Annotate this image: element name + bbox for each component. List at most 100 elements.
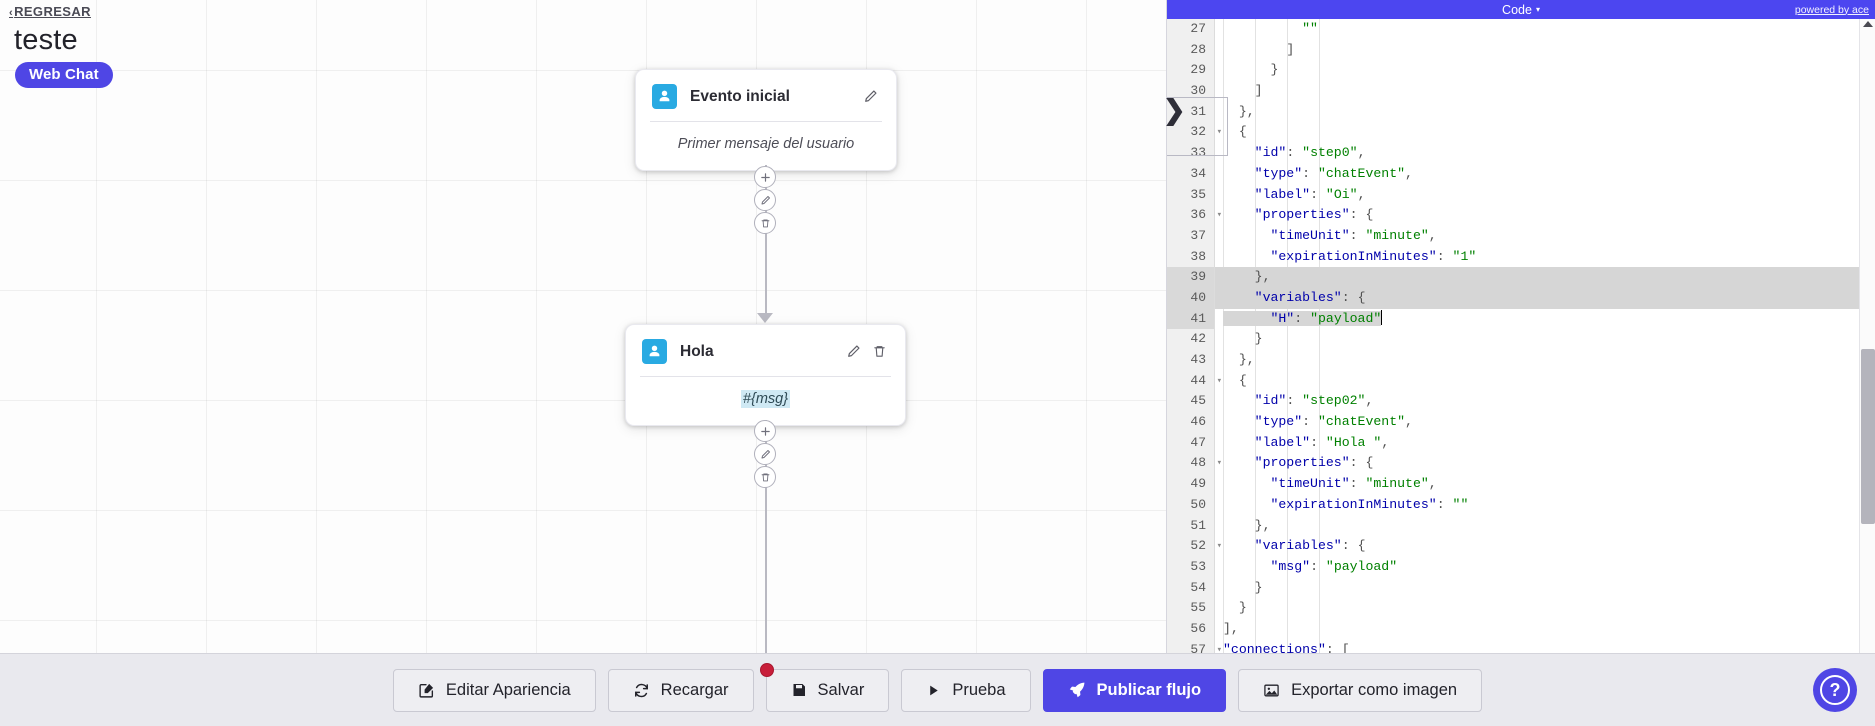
plus-icon[interactable] — [754, 166, 776, 188]
code-line[interactable]: }, — [1254, 517, 1271, 533]
gutter-line-number[interactable]: 34 — [1190, 165, 1206, 181]
scroll-up-icon[interactable] — [1863, 21, 1873, 27]
gutter-line-number[interactable]: 27 — [1190, 21, 1206, 36]
gutter-line-number[interactable]: 54 — [1190, 579, 1206, 595]
gutter-line-number[interactable]: 46 — [1190, 414, 1206, 430]
gutter-line-number[interactable]: 50 — [1190, 496, 1206, 512]
code-line[interactable]: "" — [1302, 21, 1318, 36]
code-line[interactable]: } — [1270, 62, 1279, 78]
gutter-line-number[interactable]: 28 — [1190, 41, 1206, 57]
fold-toggle-icon[interactable]: ▾ — [1216, 375, 1222, 386]
code-line[interactable]: "msg": "payload" — [1270, 558, 1398, 574]
gutter-line-number[interactable]: 30 — [1190, 83, 1206, 99]
gutter-line-number[interactable]: 41 — [1167, 308, 1214, 330]
code-line[interactable]: "variables": { — [1254, 538, 1366, 554]
gutter-line-number[interactable]: 32▾ — [1167, 122, 1222, 143]
code-line[interactable]: } — [1238, 600, 1247, 616]
trash-icon[interactable] — [754, 212, 776, 234]
code-line[interactable]: "id": "step02", — [1254, 393, 1374, 409]
gutter-line-number[interactable]: 35 — [1190, 186, 1206, 202]
toolbar-button-publicar-flujo[interactable]: Publicar flujo — [1042, 668, 1227, 712]
flow-node-evento-inicial[interactable]: Evento inicial Primer mensaje del usuari… — [635, 69, 897, 171]
edit-icon[interactable] — [860, 87, 880, 107]
gutter-line-number[interactable]: 43 — [1190, 352, 1206, 367]
gutter-line-number[interactable]: 36▾ — [1167, 205, 1222, 226]
toolbar-button-prueba[interactable]: Prueba — [901, 668, 1031, 712]
trash-icon[interactable] — [754, 466, 776, 488]
back-link[interactable]: ‹REGRESAR — [9, 4, 91, 19]
edit-icon[interactable] — [843, 342, 863, 362]
plus-icon[interactable] — [754, 420, 776, 442]
scrollbar-thumb[interactable] — [1861, 349, 1875, 524]
code-line[interactable]: "timeUnit": "minute", — [1270, 476, 1437, 492]
gutter-line-number[interactable]: 40▾ — [1167, 287, 1222, 309]
pencil-icon[interactable] — [754, 443, 776, 465]
code-line[interactable]: } — [1254, 579, 1263, 595]
fold-toggle-icon[interactable]: ▾ — [1216, 210, 1222, 221]
connector-line — [765, 420, 767, 653]
gutter-line-number[interactable]: 38 — [1190, 248, 1206, 264]
gutter-line-number[interactable]: 39 — [1167, 267, 1214, 288]
toolbar-button-exportar-como-imagen[interactable]: Exportar como imagen — [1238, 668, 1483, 712]
pencil-icon[interactable] — [754, 189, 776, 211]
gutter-line-number[interactable]: 44▾ — [1167, 371, 1222, 392]
connector-actions-2[interactable] — [754, 420, 776, 488]
gutter-line-number[interactable]: 56 — [1190, 620, 1206, 636]
code-line[interactable]: "expirationInMinutes": "" — [1270, 496, 1469, 512]
code-line[interactable]: "id": "step0", — [1254, 145, 1366, 161]
code-line[interactable]: "label": "Hola ", — [1254, 434, 1390, 450]
gutter-line-number[interactable]: 55 — [1190, 600, 1206, 616]
code-line[interactable]: "label": "Oi", — [1254, 186, 1366, 202]
code-line[interactable]: }, — [1215, 267, 1859, 288]
code-line[interactable]: { — [1238, 124, 1247, 140]
gutter-line-number[interactable]: 33 — [1190, 145, 1206, 161]
toolbar-button-editar-apariencia[interactable]: Editar Apariencia — [392, 668, 596, 712]
fold-toggle-icon[interactable]: ▾ — [1216, 127, 1222, 138]
code-line[interactable]: ] — [1254, 83, 1263, 99]
code-line[interactable]: "variables": { — [1215, 287, 1859, 309]
toolbar-button-salvar[interactable]: Salvar — [759, 662, 890, 712]
flow-canvas[interactable]: ‹REGRESAR teste Web Chat Evento inicial — [0, 0, 1166, 653]
gutter-line-number[interactable]: 37 — [1190, 227, 1206, 243]
code-line[interactable]: }, — [1238, 103, 1255, 119]
code-line[interactable]: }, — [1238, 352, 1255, 367]
code-line[interactable]: "H": "payload" — [1215, 309, 1859, 330]
powered-by-ace-link[interactable]: powered by ace — [1794, 3, 1869, 16]
gutter-line-number[interactable]: 29 — [1190, 62, 1206, 78]
gutter-line-number[interactable]: 51 — [1190, 517, 1206, 533]
gutter-line-number[interactable]: 53 — [1190, 558, 1206, 574]
code-line[interactable]: "connections": [ — [1223, 641, 1350, 653]
help-button[interactable]: ? — [1813, 668, 1857, 712]
gutter-line-number[interactable]: 42 — [1190, 331, 1206, 347]
code-line[interactable]: "expirationInMinutes": "1" — [1270, 248, 1477, 264]
code-line[interactable]: ] — [1286, 41, 1295, 57]
fold-toggle-icon[interactable]: ▾ — [1216, 458, 1222, 469]
toolbar-button-recargar[interactable]: Recargar — [607, 668, 754, 712]
gutter-line-number[interactable]: 31 — [1190, 103, 1206, 119]
gutter-line-number[interactable]: 48▾ — [1167, 453, 1222, 474]
connector-actions-1[interactable] — [754, 166, 776, 234]
code-panel-title-dropdown[interactable]: Code ▾ — [1502, 3, 1540, 17]
code-line[interactable]: "properties": { — [1254, 455, 1374, 471]
flow-node-hola[interactable]: Hola #{msg} — [625, 324, 906, 426]
code-line[interactable]: "timeUnit": "minute", — [1270, 227, 1437, 243]
fold-toggle-icon[interactable]: ▾ — [1216, 644, 1222, 653]
code-line[interactable]: { — [1238, 372, 1247, 388]
code-line[interactable]: "type": "chatEvent", — [1254, 165, 1413, 181]
gutter-line-number[interactable]: 45 — [1190, 393, 1206, 409]
editor-scrollbar[interactable] — [1859, 19, 1875, 653]
code-line[interactable]: "properties": { — [1254, 207, 1374, 223]
editor-code-area[interactable]: "" ] } ] }, { "id": "step0", "type": "ch… — [1215, 19, 1859, 653]
gutter-line-number[interactable]: 49 — [1190, 476, 1206, 492]
gutter-line-number[interactable]: 57▾ — [1167, 640, 1222, 653]
code-line[interactable]: ], — [1223, 620, 1239, 636]
code-line[interactable]: } — [1254, 331, 1263, 347]
gutter-line-number[interactable]: 52▾ — [1167, 536, 1222, 557]
trash-icon[interactable] — [869, 342, 889, 362]
code-line[interactable]: "type": "chatEvent", — [1254, 414, 1413, 430]
fold-toggle-icon[interactable]: ▾ — [1216, 541, 1222, 552]
gutter-line-number[interactable]: 47 — [1190, 434, 1206, 450]
